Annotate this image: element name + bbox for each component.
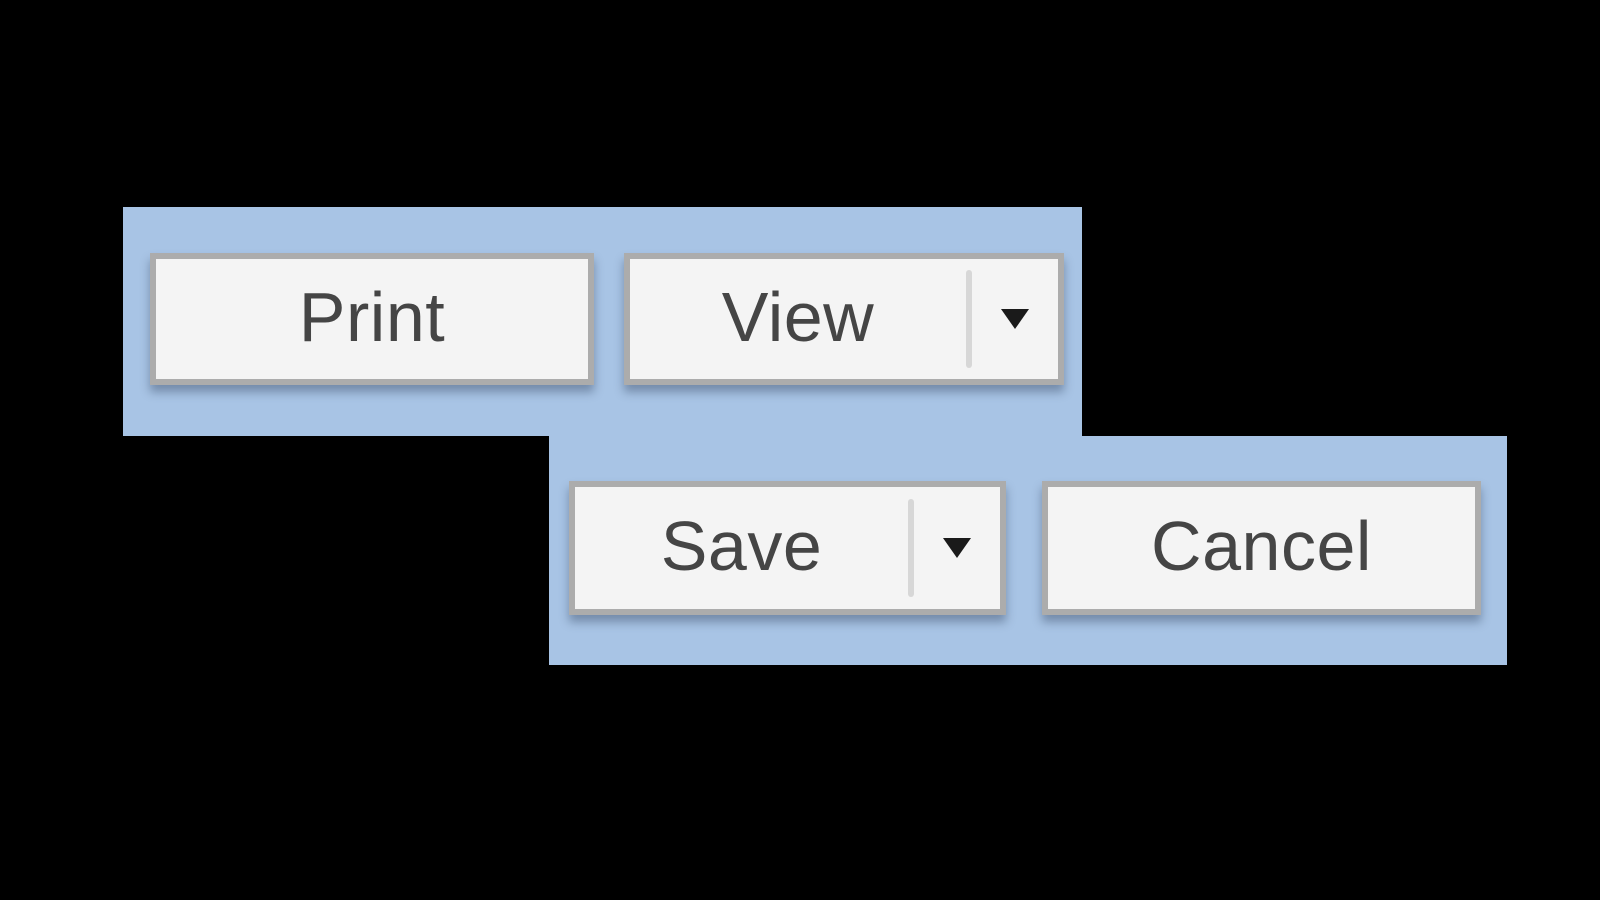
- cancel-button-label: Cancel: [1151, 507, 1372, 585]
- chevron-down-icon: [943, 538, 971, 558]
- print-button[interactable]: Print: [150, 253, 594, 385]
- save-dropdown-toggle[interactable]: [914, 487, 1000, 609]
- view-split-button[interactable]: View: [624, 253, 1064, 385]
- split-separator: [966, 270, 972, 368]
- chevron-down-icon: [1001, 309, 1029, 329]
- print-button-label: Print: [298, 278, 446, 356]
- cancel-button[interactable]: Cancel: [1042, 481, 1481, 615]
- bottom-toolbar: Save Cancel: [549, 436, 1507, 665]
- view-button-label: View: [721, 278, 875, 356]
- split-separator: [908, 499, 914, 597]
- top-toolbar: Print View: [123, 207, 1082, 436]
- view-dropdown-toggle[interactable]: [972, 259, 1058, 379]
- save-button-label: Save: [660, 507, 823, 585]
- save-split-button[interactable]: Save: [569, 481, 1006, 615]
